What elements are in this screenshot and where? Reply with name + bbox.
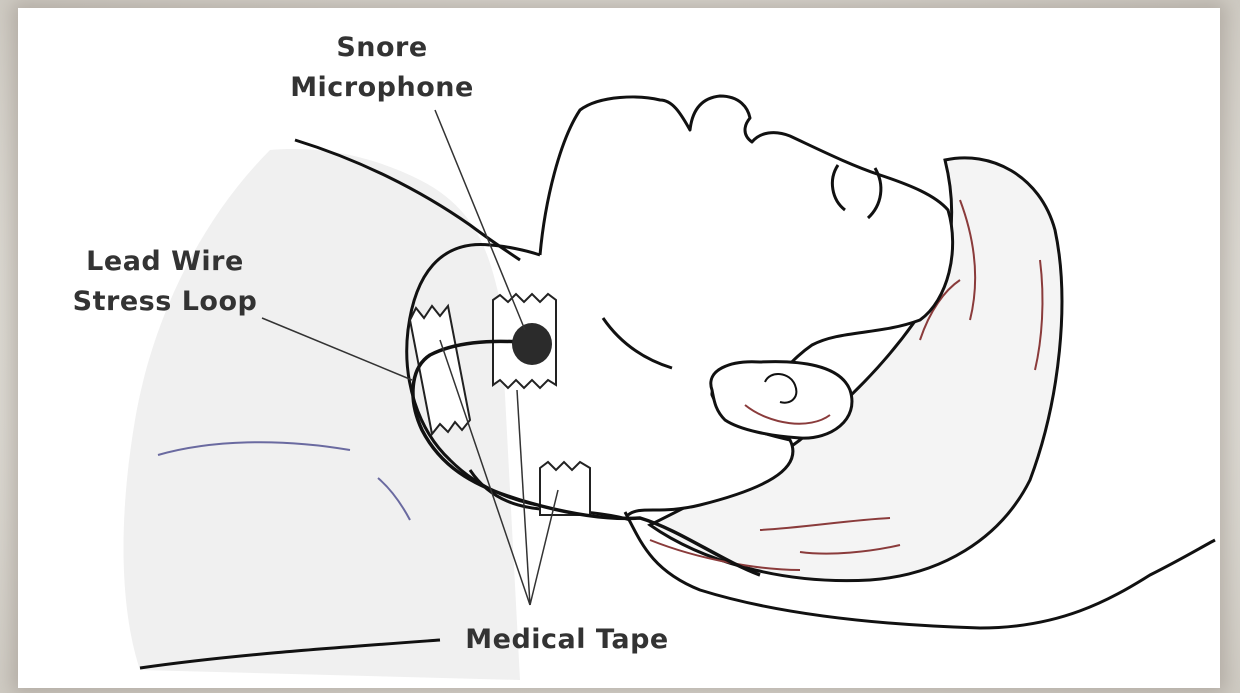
label-medical-tape: Medical Tape bbox=[432, 620, 702, 660]
jaw-to-neck bbox=[490, 245, 540, 255]
label-lead-line2: Stress Loop bbox=[40, 282, 290, 322]
label-snore-line1: Snore bbox=[262, 28, 502, 68]
label-lead-wire-stress-loop: Lead Wire Stress Loop bbox=[40, 242, 290, 322]
label-snore-line2: Microphone bbox=[262, 68, 502, 108]
label-lead-line1: Lead Wire bbox=[40, 242, 290, 282]
label-snore-microphone: Snore Microphone bbox=[262, 28, 502, 108]
snore-microphone bbox=[512, 323, 552, 365]
